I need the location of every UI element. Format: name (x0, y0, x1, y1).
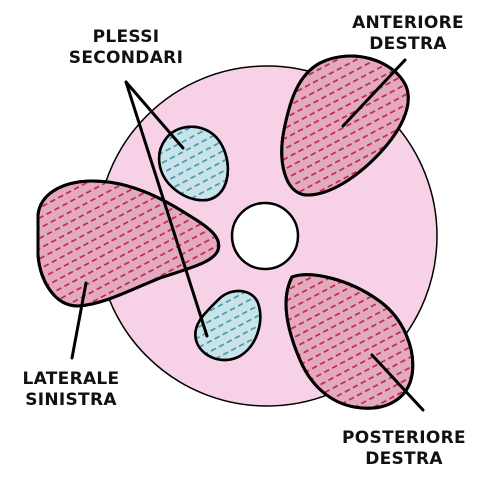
central-hole (230, 201, 300, 271)
region-plesso-secondario-upper (157, 125, 230, 202)
label-laterale-sinistra-line2: SINISTRA (25, 390, 117, 410)
pointer-anteriore-destra (341, 58, 407, 128)
label-anteriore-destra: ANTERIORE DESTRA (338, 13, 478, 55)
label-posteriore-destra-line2: DESTRA (365, 449, 443, 469)
region-plesso-secondario-lower (194, 289, 262, 362)
pointer-posteriore-destra (370, 353, 425, 412)
label-anteriore-destra-line2: DESTRA (369, 34, 447, 54)
label-laterale-sinistra: LATERALE SINISTRA (10, 369, 132, 411)
pointer-laterale-sinistra (70, 281, 88, 360)
pointer-plessi-lower (124, 80, 209, 338)
label-plessi-secondari-line1: PLESSI (92, 27, 160, 47)
label-posteriore-destra-line1: POSTERIORE (342, 428, 466, 448)
label-anteriore-destra-line1: ANTERIORE (352, 13, 464, 33)
label-posteriore-destra: POSTERIORE DESTRA (325, 428, 483, 470)
label-laterale-sinistra-line1: LATERALE (22, 369, 120, 389)
region-laterale-sinistra (36, 179, 221, 308)
region-posteriore-destra (284, 273, 415, 410)
pointer-plessi-upper (124, 80, 185, 150)
label-plessi-secondari-line2: SECONDARI (68, 48, 184, 68)
label-plessi-secondari: PLESSI SECONDARI (58, 27, 194, 69)
